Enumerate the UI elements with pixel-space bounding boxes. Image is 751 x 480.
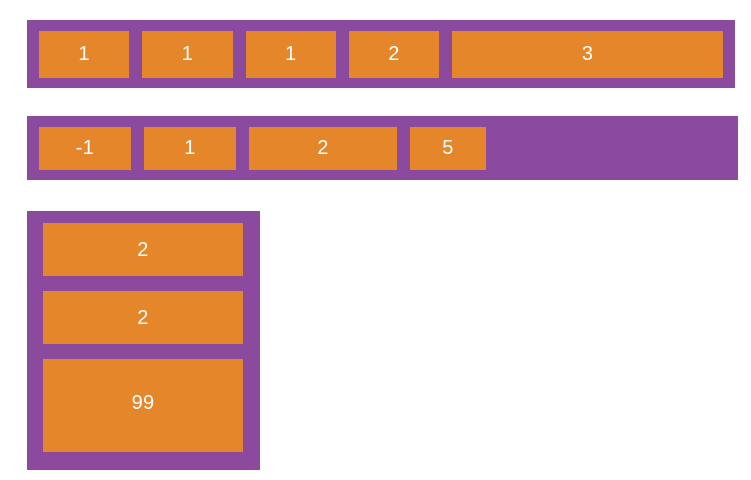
flex-item[interactable]: 1 [39,30,130,78]
flex-item[interactable]: 1 [245,30,336,78]
flex-item-value: 1 [184,137,196,159]
flex-item-value: 2 [137,306,149,329]
flex-item-value: 3 [581,43,594,65]
flex-item[interactable]: 5 [410,126,486,170]
flex-item-value: 1 [181,43,194,65]
flex-item-value: 2 [317,137,329,159]
flex-item-value: 1 [78,43,90,65]
flex-item[interactable]: 2 [348,30,440,78]
flex-item-value: 5 [442,137,454,159]
flex-container-row-two: -1 1 2 5 [27,116,738,180]
flex-container-row-one: 1 1 1 2 3 [27,20,735,88]
flex-item-value: 99 [131,391,155,414]
flex-item[interactable]: 1 [142,30,233,78]
flex-item[interactable]: 2 [43,223,243,276]
flex-container-column-three: 2 2 99 [27,211,260,470]
flex-item-value: 2 [388,43,400,65]
flex-item-value: 1 [284,43,297,65]
flex-item[interactable]: 1 [144,126,236,170]
flex-item[interactable]: 2 [249,126,397,170]
flex-item[interactable]: -1 [39,126,131,170]
flex-item[interactable]: 99 [43,359,243,452]
flex-item[interactable]: 2 [43,291,243,344]
flex-item-value: 2 [137,238,149,261]
flex-item-value: -1 [75,137,95,159]
flex-item[interactable]: 3 [452,30,723,78]
